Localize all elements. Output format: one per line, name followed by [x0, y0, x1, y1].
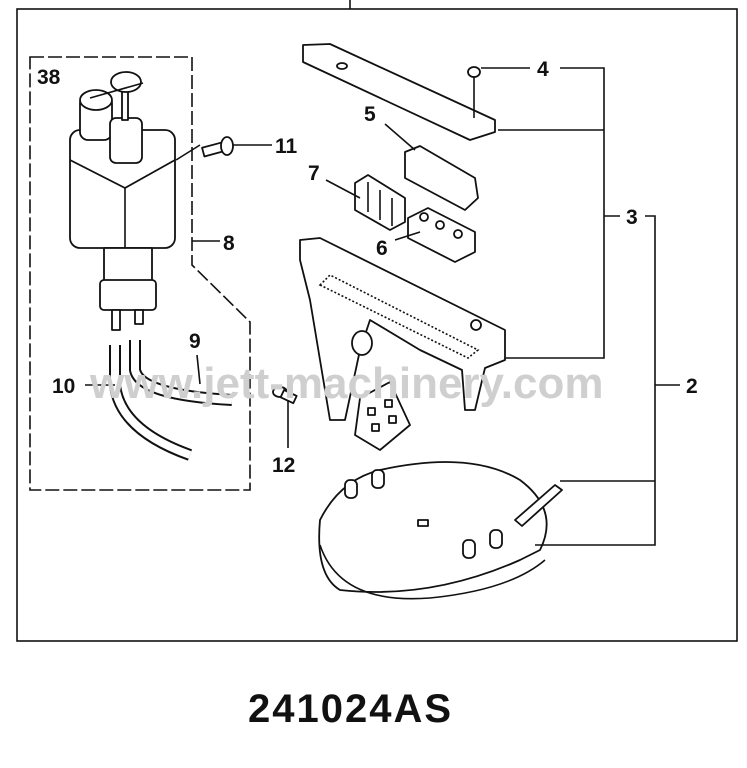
callout-11: 11	[275, 135, 298, 158]
callout-3: 3	[626, 206, 638, 229]
bracket-part-5	[404, 145, 479, 211]
screw-part-11	[201, 136, 234, 158]
part-number: 241024AS	[248, 687, 453, 731]
screw-part-12	[272, 386, 298, 405]
cover-bar-part	[302, 43, 496, 141]
callout-12: 12	[272, 454, 295, 477]
pump-tank-part	[69, 71, 176, 331]
callout-2: 2	[686, 375, 698, 398]
callout-6: 6	[376, 237, 388, 260]
terminal-part-6	[407, 207, 476, 263]
callout-10: 10	[52, 375, 75, 398]
cover-part-2	[318, 461, 563, 600]
callout-7: 7	[308, 162, 320, 185]
watermark: www.jett-machinery.com	[89, 359, 603, 408]
callout-8: 8	[223, 232, 235, 255]
hose-parts	[109, 340, 233, 461]
outer-frame	[16, 0, 738, 642]
frame-part-3	[299, 237, 506, 451]
callout-9: 9	[189, 330, 201, 353]
callout-4: 4	[537, 58, 549, 81]
connector-part-7	[354, 174, 406, 231]
callout-38: 38	[37, 66, 61, 89]
group-box-8	[29, 56, 251, 491]
leader-lines	[85, 67, 680, 546]
callout-5: 5	[364, 103, 376, 126]
